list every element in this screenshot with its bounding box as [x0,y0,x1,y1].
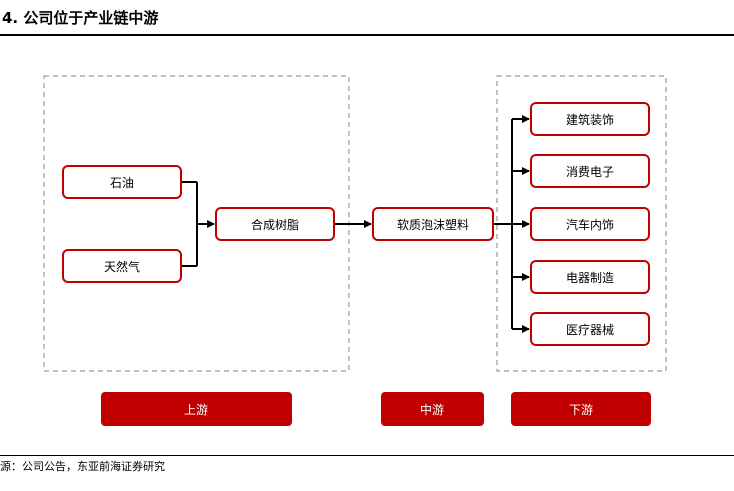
node-synthetic-resin: 合成树脂 [215,207,335,241]
figure-title-bar: 4. 公司位于产业链中游 [0,0,734,36]
node-natural-gas: 天然气 [62,249,182,283]
node-appliance-manufacturing: 电器制造 [530,260,650,294]
stage-downstream-label: 下游 [569,403,593,417]
node-flexible-foam: 软质泡沫塑料 [372,207,494,241]
node-medical-devices: 医疗器械 [530,312,650,346]
node-building-decoration-label: 建筑装饰 [566,112,614,127]
stage-midstream: 中游 [381,392,484,426]
node-natural-gas-label: 天然气 [104,259,140,274]
figure-title: 4. 公司位于产业链中游 [2,9,159,27]
node-oil: 石油 [62,165,182,199]
node-oil-label: 石油 [110,176,134,190]
node-consumer-electronics-label: 消费电子 [566,165,614,179]
node-auto-interior: 汽车内饰 [530,207,650,241]
node-synthetic-resin-label: 合成树脂 [251,217,299,232]
connector-raw-to-resin [181,181,215,267]
node-auto-interior-label: 汽车内饰 [566,217,614,232]
figure-source: 源：公司公告，东亚前海证券研究 [0,460,165,473]
stage-upstream-label: 上游 [184,403,208,417]
stage-upstream: 上游 [101,392,292,426]
source-divider [0,455,734,456]
downstream-region [496,75,667,372]
node-flexible-foam-label: 软质泡沫塑料 [397,217,469,232]
node-medical-devices-label: 医疗器械 [566,322,614,337]
connector-foam-to-downstream [493,115,530,333]
node-consumer-electronics: 消费电子 [530,154,650,188]
stage-downstream: 下游 [511,392,651,426]
node-building-decoration: 建筑装饰 [530,102,650,136]
stage-midstream-label: 中游 [420,402,444,417]
node-appliance-manufacturing-label: 电器制造 [566,271,614,285]
